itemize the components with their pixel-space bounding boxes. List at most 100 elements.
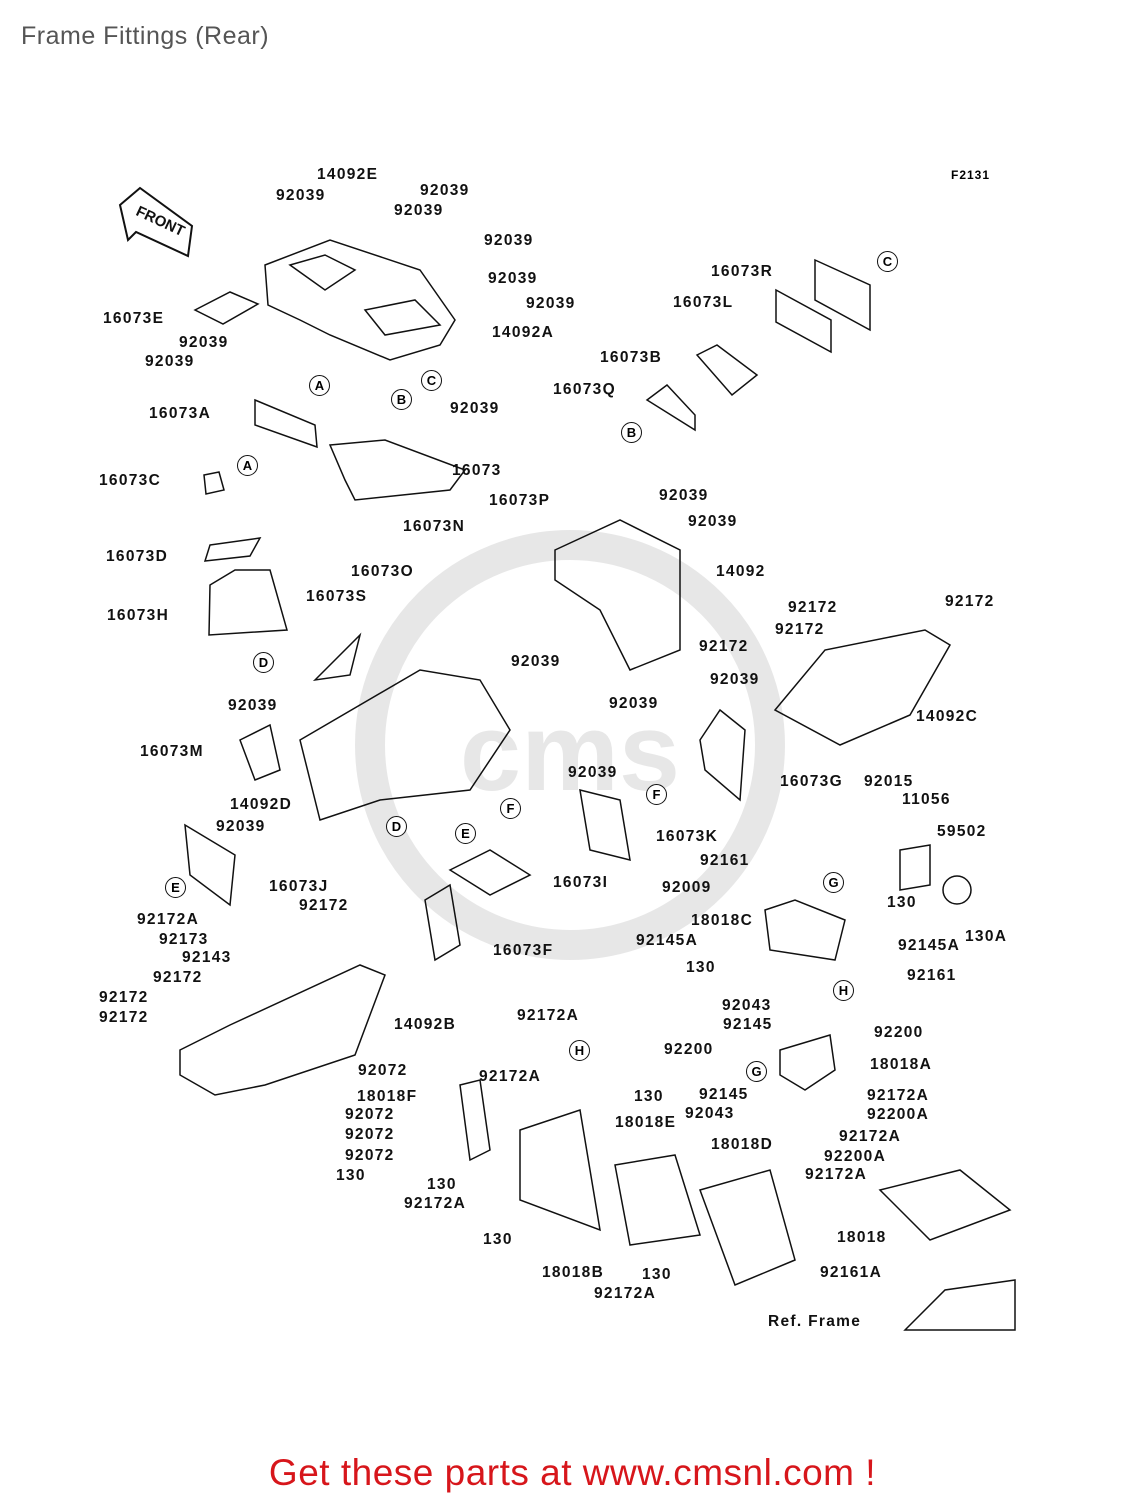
- part-label[interactable]: 92072: [345, 1106, 395, 1123]
- part-label[interactable]: 92172: [99, 1009, 149, 1026]
- part-label[interactable]: 130: [483, 1231, 513, 1248]
- part-label[interactable]: 18018C: [691, 912, 754, 929]
- part-label[interactable]: 16073G: [780, 773, 843, 790]
- part-label[interactable]: 92200: [874, 1024, 924, 1041]
- part-label[interactable]: 92200A: [824, 1148, 887, 1165]
- part-label[interactable]: 16073A: [149, 405, 212, 422]
- part-label[interactable]: 16073S: [306, 588, 368, 605]
- part-label[interactable]: 16073N: [403, 518, 466, 535]
- part-label[interactable]: 92039: [420, 182, 470, 199]
- part-label[interactable]: 92039: [484, 232, 534, 249]
- part-label[interactable]: 16073R: [711, 263, 774, 280]
- part-label[interactable]: 130: [686, 959, 716, 976]
- part-label[interactable]: 16073L: [673, 294, 734, 311]
- part-label[interactable]: 18018A: [870, 1056, 933, 1073]
- part-label[interactable]: 92172A: [839, 1128, 902, 1145]
- part-label[interactable]: 130: [427, 1176, 457, 1193]
- part-label[interactable]: 92172: [788, 599, 838, 616]
- part-label[interactable]: 92145A: [898, 937, 961, 954]
- part-label[interactable]: 92039: [228, 697, 278, 714]
- part-label[interactable]: 14092B: [394, 1016, 457, 1033]
- part-label[interactable]: 16073F: [493, 942, 554, 959]
- part-label[interactable]: 92043: [685, 1105, 735, 1122]
- part-label[interactable]: 92173: [159, 931, 209, 948]
- part-label[interactable]: 92172A: [594, 1285, 657, 1302]
- part-label[interactable]: 92161A: [820, 1264, 883, 1281]
- part-label[interactable]: 92015: [864, 773, 914, 790]
- part-label[interactable]: 92072: [345, 1126, 395, 1143]
- part-label[interactable]: 59502: [937, 823, 987, 840]
- part-label[interactable]: 16073H: [107, 607, 170, 624]
- part-label[interactable]: 92039: [394, 202, 444, 219]
- part-16073a: [254, 398, 318, 449]
- part-label[interactable]: 16073I: [553, 874, 609, 891]
- part-label[interactable]: 92145: [723, 1016, 773, 1033]
- part-label[interactable]: 92172A: [137, 911, 200, 928]
- part-label[interactable]: 92172: [99, 989, 149, 1006]
- footer-link[interactable]: Get these parts at www.cmsnl.com !: [268, 1452, 877, 1493]
- part-label[interactable]: 92172A: [805, 1166, 868, 1183]
- part-label[interactable]: 130: [642, 1266, 672, 1283]
- part-label[interactable]: 11056: [902, 791, 951, 808]
- part-label[interactable]: 16073C: [99, 472, 162, 489]
- part-label[interactable]: 130: [336, 1167, 366, 1184]
- part-label[interactable]: 92039: [568, 764, 618, 781]
- part-label[interactable]: 92172: [775, 621, 825, 638]
- part-label[interactable]: 14092C: [916, 708, 979, 725]
- part-label[interactable]: 92172: [299, 897, 349, 914]
- part-label[interactable]: 92172A: [867, 1087, 930, 1104]
- part-label[interactable]: 92172: [945, 593, 995, 610]
- part-label[interactable]: 92200: [664, 1041, 714, 1058]
- part-label[interactable]: 14092A: [492, 324, 555, 341]
- part-label[interactable]: 92039: [526, 295, 576, 312]
- part-label[interactable]: 92039: [488, 270, 538, 287]
- part-label[interactable]: 16073Q: [553, 381, 616, 398]
- part-label[interactable]: 16073E: [103, 310, 165, 327]
- part-label[interactable]: 16073J: [269, 878, 329, 895]
- part-label[interactable]: 16073D: [106, 548, 169, 565]
- part-16073l: [775, 288, 832, 354]
- part-label[interactable]: 92161: [907, 967, 957, 984]
- part-label[interactable]: 16073B: [600, 349, 663, 366]
- part-label[interactable]: 16073P: [489, 492, 551, 509]
- part-label[interactable]: 92172A: [517, 1007, 580, 1024]
- part-label[interactable]: 92172: [699, 638, 749, 655]
- part-label[interactable]: 92039: [179, 334, 229, 351]
- part-label[interactable]: 18018E: [615, 1114, 677, 1131]
- part-label[interactable]: 14092: [716, 563, 766, 580]
- part-label[interactable]: 92172: [153, 969, 203, 986]
- part-label[interactable]: 92039: [688, 513, 738, 530]
- part-label[interactable]: 92039: [216, 818, 266, 835]
- part-label[interactable]: 92039: [276, 187, 326, 204]
- part-label[interactable]: 92039: [710, 671, 760, 688]
- part-label[interactable]: 92043: [722, 997, 772, 1014]
- part-label[interactable]: 92009: [662, 879, 712, 896]
- part-label[interactable]: 18018F: [357, 1088, 418, 1105]
- part-label[interactable]: 16073M: [140, 743, 204, 760]
- part-label[interactable]: 14092D: [230, 796, 293, 813]
- part-label[interactable]: 92039: [659, 487, 709, 504]
- part-label[interactable]: 92039: [511, 653, 561, 670]
- part-label[interactable]: 92072: [358, 1062, 408, 1079]
- part-label[interactable]: 92039: [609, 695, 659, 712]
- part-label[interactable]: 92039: [145, 353, 195, 370]
- part-label[interactable]: 92145: [699, 1086, 749, 1103]
- part-label[interactable]: 16073K: [656, 828, 719, 845]
- part-label[interactable]: 92145A: [636, 932, 699, 949]
- part-label[interactable]: 92172A: [404, 1195, 467, 1212]
- part-label[interactable]: 130: [634, 1088, 664, 1105]
- part-label[interactable]: 18018: [837, 1229, 887, 1246]
- part-label[interactable]: 18018B: [542, 1264, 605, 1281]
- part-label[interactable]: 92072: [345, 1147, 395, 1164]
- part-label[interactable]: 16073O: [351, 563, 414, 580]
- part-label[interactable]: 16073: [452, 462, 502, 479]
- part-label[interactable]: 130: [887, 894, 917, 911]
- part-label[interactable]: 92039: [450, 400, 500, 417]
- part-label[interactable]: 92161: [700, 852, 750, 869]
- part-label[interactable]: 14092E: [317, 166, 379, 183]
- part-label[interactable]: 130A: [965, 928, 1008, 945]
- part-label[interactable]: 18018D: [711, 1136, 774, 1153]
- part-label[interactable]: 92143: [182, 949, 232, 966]
- part-label[interactable]: 92200A: [867, 1106, 930, 1123]
- part-label[interactable]: 92172A: [479, 1068, 542, 1085]
